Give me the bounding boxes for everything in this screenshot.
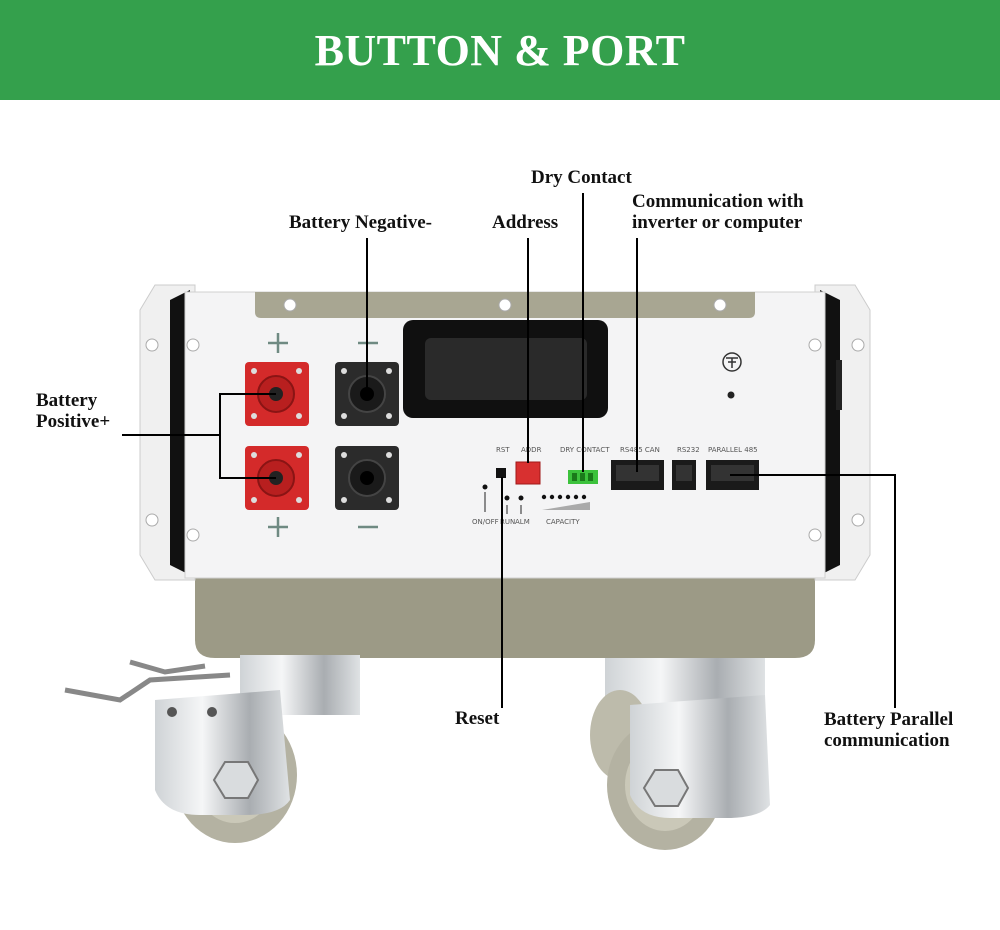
negative-terminal-bottom: [335, 446, 399, 510]
rs232-port[interactable]: [672, 460, 696, 490]
communication-callout-line2: inverter or computer: [632, 212, 803, 233]
rs485-can-label: RS485 CAN: [620, 446, 660, 454]
parallel-callout-line1: Battery Parallel: [824, 709, 954, 730]
positive-terminal-bottom: [245, 446, 309, 510]
address-callout: Address: [492, 212, 559, 233]
power-switch-indicator: [482, 484, 488, 512]
capacity-label: CAPACITY: [546, 518, 580, 526]
parallel-485-label: PARALLEL 485: [708, 446, 758, 454]
positive-symbol-icon: [268, 333, 288, 537]
capacity-leds: [541, 494, 590, 510]
rs232-label: RS232: [677, 446, 700, 454]
battery-positive-callout-line1: Battery: [36, 390, 98, 411]
battery-housing: [195, 578, 815, 658]
dry-contact-callout: Dry Contact: [531, 167, 632, 188]
dry-contact-connector[interactable]: [568, 470, 598, 484]
addr-label: ADDR: [521, 446, 542, 454]
run-alm-leds: [504, 495, 524, 514]
rst-label: RST: [496, 446, 510, 454]
parallel-line: [730, 474, 896, 708]
title-banner: BUTTON & PORT: [0, 0, 1000, 100]
battery-positive-callout-line2: Positive+: [36, 411, 111, 432]
battery-positive-line: [122, 393, 276, 436]
left-caster-wheel: [64, 655, 360, 843]
right-caster-wheel: [590, 658, 770, 850]
ground-icon: [722, 352, 742, 372]
address-switch[interactable]: [515, 461, 541, 485]
run-label: RUN: [500, 518, 515, 526]
page-title: BUTTON & PORT: [314, 25, 686, 75]
reset-button[interactable]: [496, 468, 506, 478]
communication-callout-line1: Communication with: [632, 191, 804, 212]
parallel-callout-line2: communication: [824, 730, 950, 751]
panel-screws: [145, 298, 865, 542]
reset-callout: Reset: [455, 708, 500, 729]
battery-positive-callout: Battery Positive+: [36, 390, 110, 432]
battery-negative-callout: Battery Negative-: [289, 212, 432, 233]
status-led: [727, 391, 735, 399]
alm-label: ALM: [515, 518, 530, 526]
parallel-callout: Battery Parallel communication: [824, 709, 953, 751]
battery-positive-line-b: [219, 435, 276, 479]
dry-contact-label: DRY CONTACT: [560, 446, 610, 454]
on-off-label: ON/OFF: [472, 518, 499, 526]
communication-callout: Communication with inverter or computer: [632, 191, 804, 233]
callout-lines: [122, 193, 896, 708]
